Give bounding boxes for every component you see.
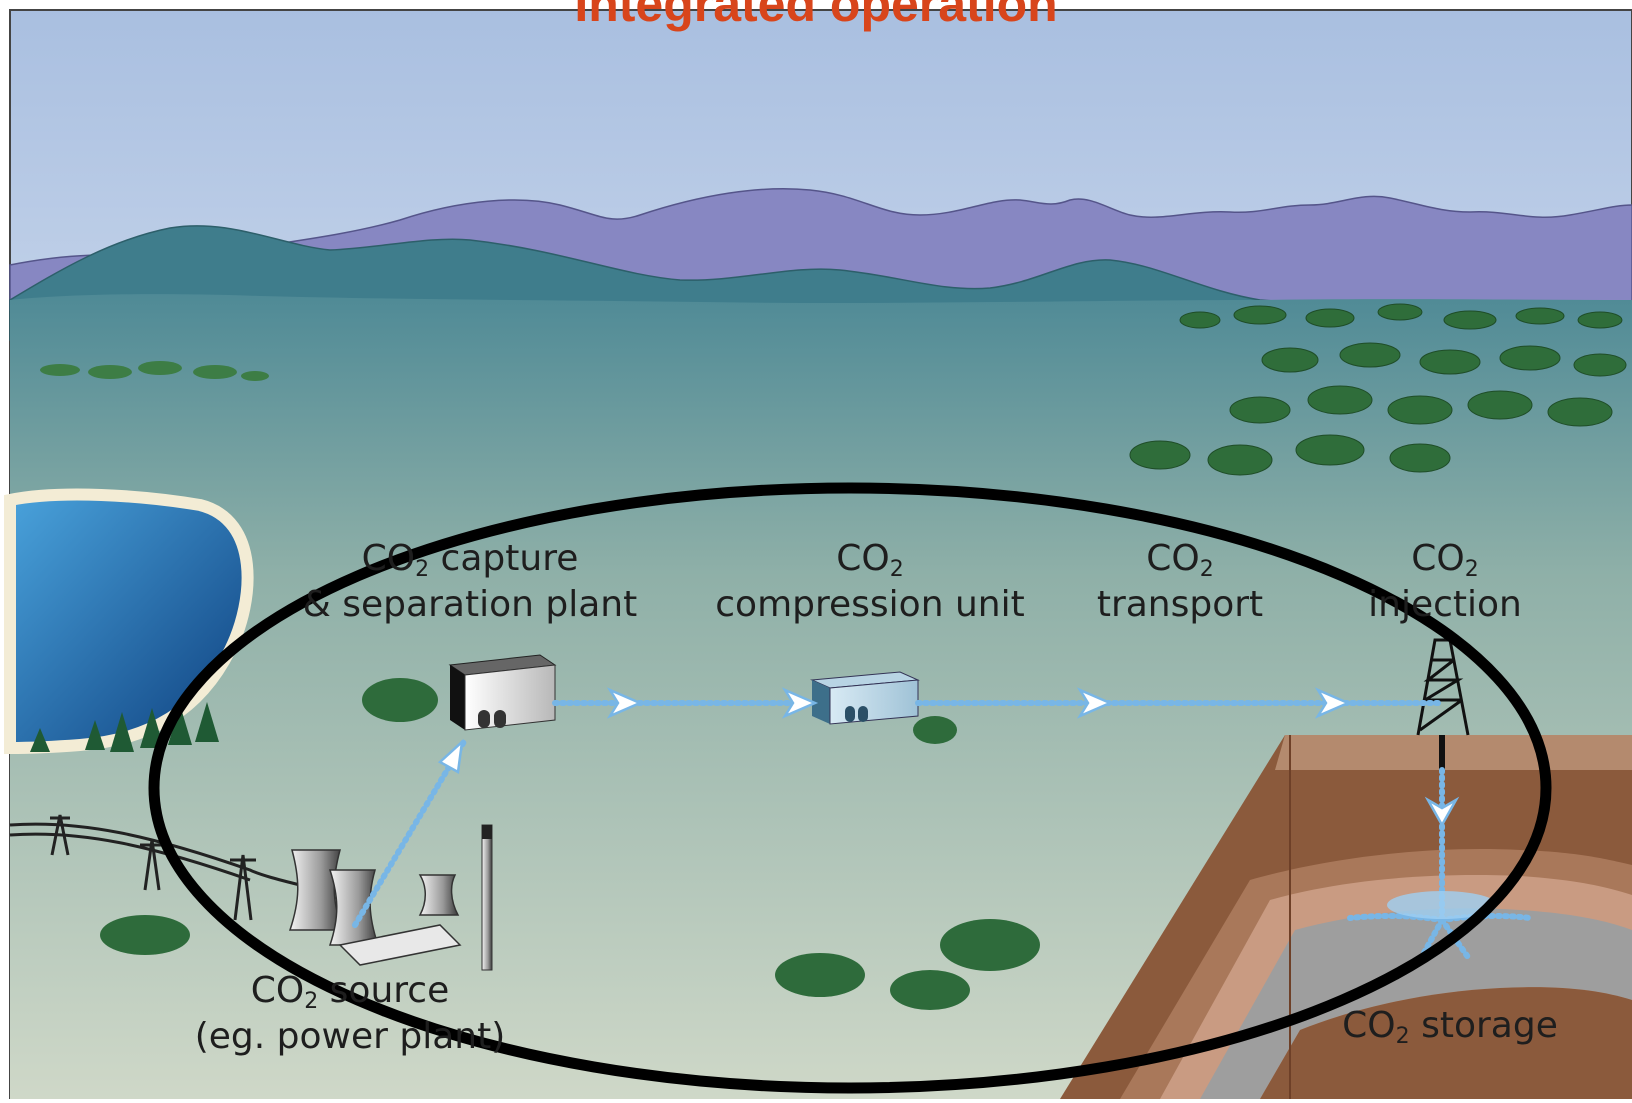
- flow-arrows: [437, 687, 1460, 828]
- label-injection: CO2 injection: [1368, 538, 1522, 625]
- lake: [3, 488, 254, 755]
- co2-flow: [352, 700, 1533, 963]
- label-source: CO2 source (eg. power plant): [194, 970, 506, 1057]
- label-transport: CO2 transport: [1096, 538, 1264, 625]
- rock-strata: [1060, 735, 1632, 1099]
- power-pylons: [9, 814, 301, 921]
- diagram-title: Integrated operation: [574, 0, 1058, 32]
- highlight-ring: [148, 482, 1552, 1094]
- forest-right: [1129, 303, 1627, 476]
- pine-trees: [30, 702, 219, 752]
- storage-bubbles: [1387, 891, 1497, 919]
- drilling-rig: [1416, 638, 1470, 770]
- label-capture: CO2 capture & separation plant: [302, 538, 638, 625]
- compression-unit: [810, 671, 920, 725]
- capture-plant: [448, 654, 557, 731]
- label-compression: CO2 compression unit: [715, 538, 1025, 625]
- tree-clusters: [100, 678, 1040, 1010]
- forest-left: [40, 361, 269, 381]
- power-plant: [288, 824, 493, 971]
- label-storage: CO2 storage: [1342, 1005, 1558, 1049]
